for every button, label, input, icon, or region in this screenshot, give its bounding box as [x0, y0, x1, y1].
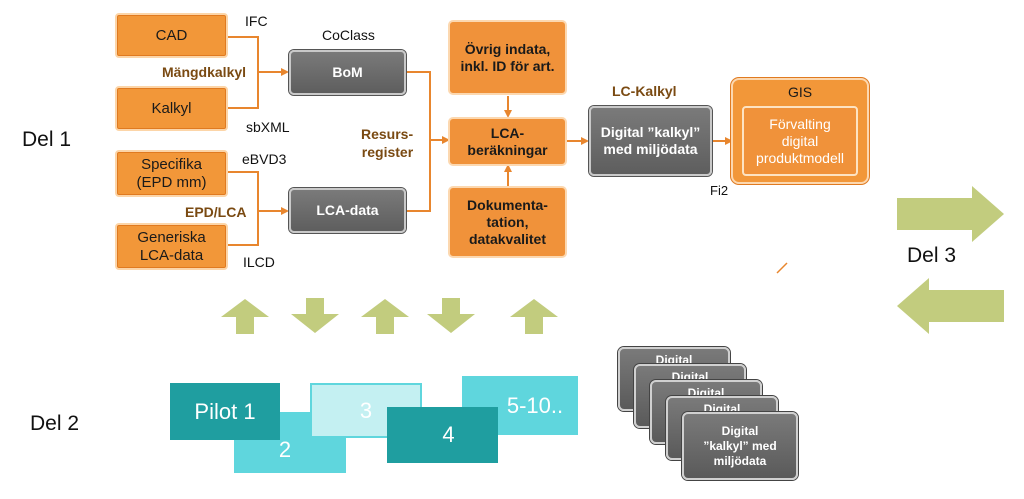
generiska-label: Generiska LCA-data — [137, 228, 206, 264]
gis-inner-box: Förvalting digital produktmodell — [742, 106, 858, 176]
specifika-label: Specifika (EPD mm) — [136, 155, 207, 191]
bom-box: BoM — [289, 50, 406, 95]
connector-cad — [228, 36, 259, 72]
pilot-1-box: Pilot 1 — [170, 383, 280, 440]
stack-front-line3: miljödata — [713, 454, 767, 468]
right-arrow-del3 — [897, 186, 1004, 242]
gis-inner-label: Förvalting digital produktmodell — [756, 115, 844, 166]
stack-front-line1: Digital — [721, 424, 759, 438]
connector-generiska — [228, 211, 259, 246]
fi2-label: Fi2 — [710, 183, 729, 198]
resursregister-label: Resurs- register — [361, 126, 414, 160]
lca-berakningar-box: LCA- beräkningar — [448, 117, 567, 166]
bom-label: BoM — [332, 64, 363, 80]
lca-berakningar-label: LCA- beräkningar — [467, 124, 548, 158]
dokumentation-label: Dokumenta- tation, datakvalitet — [467, 196, 548, 247]
generiska-box: Generiska LCA-data — [115, 223, 228, 270]
gis-box: GIS Förvalting digital produktmodell — [731, 78, 869, 184]
connector-kalkyl — [228, 72, 259, 109]
ovrig-indata-box: Övrig indata, inkl. ID för art. — [448, 20, 567, 95]
up-arrow-1 — [221, 299, 269, 334]
digital-kalkyl-box: Digital ”kalkyl” med miljödata — [589, 106, 712, 176]
pilot-4-box: 4 — [387, 407, 498, 463]
stack-card-1-label: Digital — [655, 353, 693, 367]
pilot-1-label: Pilot 1 — [194, 398, 256, 424]
left-arrow-del3 — [897, 278, 1004, 334]
del3-label: Del 3 — [907, 244, 957, 267]
epd-lca-label: EPD/LCA — [185, 204, 247, 220]
pilot-4-label: 4 — [442, 422, 455, 447]
down-arrow-2 — [427, 298, 475, 333]
mangdkalkyl-label: Mängdkalkyl — [162, 64, 247, 80]
down-arrow-1 — [291, 298, 339, 333]
pilot-3-label: 3 — [359, 397, 373, 423]
kalkyl-box: Kalkyl — [115, 86, 228, 131]
del2-label: Del 2 — [30, 412, 80, 435]
lc-kalkyl-label: LC-Kalkyl — [612, 83, 677, 99]
lca-data-box: LCA-data — [289, 188, 406, 233]
pilot-2-label: 2 — [278, 436, 292, 462]
coclass-label: CoClass — [322, 27, 375, 43]
up-arrow-3 — [510, 299, 558, 334]
connector-specifika — [228, 171, 259, 211]
stack-card-front: Digital ”kalkyl” med miljödata — [682, 412, 798, 480]
tick-mark — [776, 262, 788, 274]
connector-bom-out — [406, 71, 431, 140]
sbxml-label: sbXML — [246, 119, 290, 135]
up-arrow-2 — [361, 299, 409, 334]
specifika-box: Specifika (EPD mm) — [115, 150, 228, 197]
ebvd3-label: eBVD3 — [242, 151, 287, 167]
ovrig-indata-label: Övrig indata, inkl. ID för art. — [460, 40, 555, 74]
cad-box: CAD — [115, 13, 228, 58]
cad-label: CAD — [155, 26, 188, 44]
ilcd-label: ILCD — [243, 254, 275, 270]
connector-lcadata-out — [406, 140, 431, 212]
digital-kalkyl-label: Digital ”kalkyl” med miljödata — [600, 124, 701, 157]
ifc-label: IFC — [245, 13, 268, 29]
pilot-5-label: 5-10.. — [506, 392, 564, 418]
stack-front-line2: ”kalkyl” med — [703, 439, 777, 453]
gis-title: GIS — [787, 84, 813, 100]
del1-label: Del 1 — [22, 128, 72, 151]
kalkyl-label: Kalkyl — [151, 99, 192, 117]
lca-data-label: LCA-data — [316, 202, 379, 218]
dokumentation-box: Dokumenta- tation, datakvalitet — [448, 186, 567, 258]
